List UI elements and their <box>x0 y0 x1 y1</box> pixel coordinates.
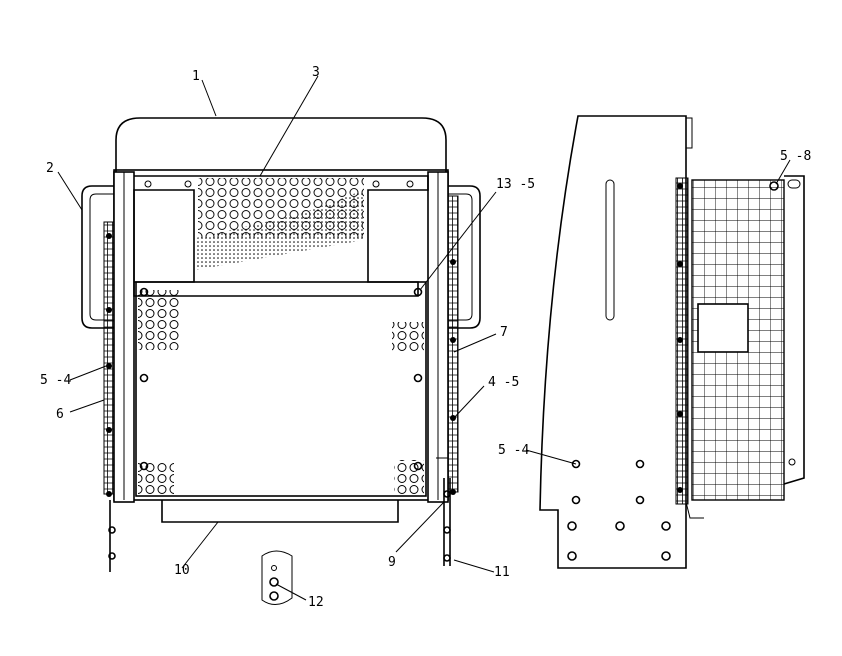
front-view <box>81 117 481 572</box>
callout-5-4-side: 5 -4 <box>498 443 529 458</box>
right-side-mesh-part-7 <box>447 195 459 493</box>
right-handle-part-2 <box>448 185 481 329</box>
detail-part-12 <box>261 550 293 605</box>
callout-7: 7 <box>500 325 508 340</box>
bottom-plate-part-10 <box>161 500 399 523</box>
callout-6: 6 <box>56 407 64 422</box>
top-cover-part-1 <box>115 117 447 172</box>
callout-10: 10 <box>174 563 190 578</box>
callout-1: 1 <box>192 69 200 84</box>
screen-access-window <box>697 303 749 353</box>
callout-13-5: 13 -5 <box>496 177 535 192</box>
leader-lines <box>57 75 791 601</box>
center-panel <box>135 281 427 497</box>
callout-11: 11 <box>494 565 510 580</box>
callout-2: 2 <box>46 161 54 176</box>
callout-12: 12 <box>308 595 324 610</box>
callout-3: 3 <box>312 65 320 80</box>
left-handle-part-2 <box>81 185 114 329</box>
callout-9: 9 <box>388 555 396 570</box>
callout-5-4-front: 5 -4 <box>40 373 71 388</box>
callout-5-8: 5 -8 <box>780 149 811 164</box>
left-side-mesh-part-6 <box>103 221 115 495</box>
side-panel <box>539 115 687 569</box>
screen-side-frame <box>783 175 805 485</box>
side-view <box>539 115 805 569</box>
side-slot <box>605 179 615 321</box>
callout-4-5: 4 -5 <box>488 375 519 390</box>
